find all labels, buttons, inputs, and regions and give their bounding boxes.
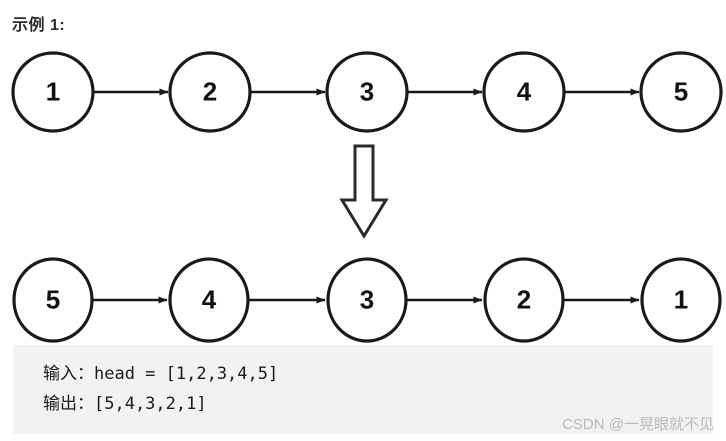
- transform-arrow-icon: [339, 144, 389, 239]
- list-node-circle: [326, 257, 408, 343]
- list-node-value: 5: [45, 284, 61, 315]
- list-node-value: 4: [516, 76, 532, 107]
- list-node-circle: [482, 51, 566, 133]
- io-example-box: 输入：head = [1,2,3,4,5] 输出：[5,4,3,2,1]: [13, 345, 713, 434]
- list-node-value: 1: [673, 284, 689, 315]
- list-node-circle: [483, 257, 565, 343]
- list-node-value: 3: [359, 76, 375, 107]
- list-node-circle: [11, 51, 95, 133]
- output-line: 输出：[5,4,3,2,1]: [43, 394, 207, 414]
- list-node-circle: [640, 257, 722, 343]
- list-node-circle: [168, 51, 252, 133]
- list-node-value: 2: [202, 76, 218, 107]
- list-node-value: 5: [673, 76, 689, 107]
- page-title: 示例 1:: [12, 17, 66, 34]
- list-node-value: 2: [516, 284, 532, 315]
- list-node-circle: [12, 257, 94, 343]
- list-node-value: 1: [45, 76, 61, 107]
- input-line: 输入：head = [1,2,3,4,5]: [43, 364, 279, 384]
- csdn-watermark: CSDN @一晃眼就不见: [562, 416, 714, 433]
- list-node-value: 4: [201, 284, 217, 315]
- list-node-circle: [168, 257, 250, 343]
- list-node-circle: [639, 51, 723, 133]
- list-node-value: 3: [359, 284, 375, 315]
- list-node-circle: [325, 51, 409, 133]
- input-list-row: [11, 51, 723, 133]
- output-list-row: [12, 257, 722, 343]
